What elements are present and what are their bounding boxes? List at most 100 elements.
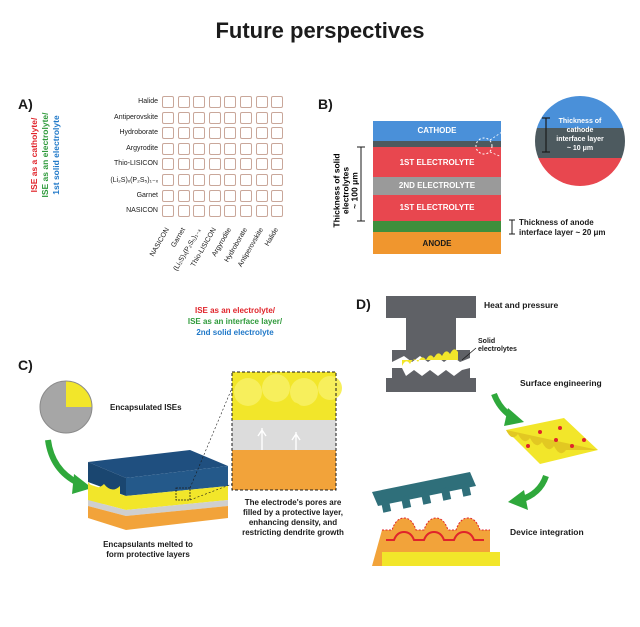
grid-cell: [271, 111, 284, 124]
grid-cell: [240, 111, 252, 124]
grid-cell: [162, 174, 174, 186]
grid-cell: [208, 174, 221, 186]
grid-cell: [224, 174, 237, 186]
first-electrolyte-top-layer: [373, 147, 501, 177]
heat-pressure-label: Heat and pressure: [484, 300, 559, 310]
grid-cell: [208, 142, 221, 155]
pores-line2: filled by a protective layer,: [242, 508, 344, 517]
cathode-interface-line4: ~ 10 μm: [566, 145, 594, 152]
grid-cell: [193, 127, 206, 140]
grid-row-label: Antiperovskite: [114, 113, 158, 121]
grid-row-label: Hydroborate: [119, 129, 158, 137]
first-electrolyte-bottom-layer: [373, 195, 501, 221]
grid-cell: [193, 189, 206, 202]
grid-row-label: Thio-LISICON: [114, 160, 158, 168]
grid-cell: [193, 96, 206, 108]
encapsulants-line1: Encapsulants melted to: [103, 540, 193, 549]
grid-cell: [208, 205, 221, 218]
grid-cell: [240, 96, 252, 108]
grid-cell: [208, 127, 221, 140]
grid-cell: [224, 127, 237, 140]
grid-row-label: Garnet: [136, 191, 158, 199]
grid-cell: [224, 158, 237, 171]
grid-cell: [193, 174, 206, 186]
grid-cell: [177, 158, 190, 171]
grid-cell: [271, 174, 284, 186]
x-axis-label-line2: ISE as an interface layer/: [187, 317, 283, 326]
cathode-interface-thickness-label: Thickness of cathode interface layer ~ 1…: [552, 117, 608, 153]
grid-cell: [162, 189, 174, 202]
second-electrolyte-layer: [373, 177, 501, 195]
cathode-interface-line2: cathode: [566, 127, 594, 134]
cathode-layer: [373, 121, 501, 141]
grid-cell: [271, 96, 284, 108]
anode-interface-layer: [373, 221, 501, 232]
anode-layer: [373, 232, 501, 254]
encapsulants-melted-label: Encapsulants melted to form protective l…: [78, 540, 218, 560]
second-electrolyte-label: 2ND ELECTROLYTE: [398, 181, 476, 190]
grid-cell: [224, 142, 237, 155]
grid-row-label: Halide: [138, 98, 158, 105]
grid-cell: [240, 142, 252, 155]
grid-cell: [193, 142, 206, 155]
grid-cell: [177, 205, 190, 218]
cathode-interface-layer: [373, 141, 501, 147]
grid-cell: [271, 142, 284, 155]
grid-cell: [162, 111, 174, 124]
encapsulants-line2: form protective layers: [106, 550, 190, 559]
grid-cell: [162, 96, 174, 108]
encapsulated-ises-label: Encapsulated ISEs: [110, 403, 182, 412]
grid-cell: [193, 158, 206, 171]
grid-cell: [255, 96, 268, 108]
grid-cell: [240, 205, 252, 218]
pores-line1: The electrode's pores are: [244, 498, 342, 507]
solid-electrolytes-line1: Solid: [478, 338, 496, 345]
solid-electrolytes-line2: electrolytes: [478, 346, 517, 353]
grid-cell: [240, 158, 252, 171]
grid-cell: [255, 158, 268, 171]
panel-a-label: A): [18, 96, 33, 112]
grid-cell: [177, 127, 190, 140]
grid-cell: [271, 127, 284, 140]
solid-electrolytes-label: Solid electrolytes: [478, 338, 517, 354]
grid-cell: [224, 96, 237, 108]
grid-cell: [255, 111, 268, 124]
grid-cell: [240, 189, 252, 202]
grid-row-label: (Li₂S)ₓ(P₂S₅)₁₋ₓ: [110, 177, 158, 184]
first-electrolyte-top-label: 1ST ELECTROLYTE: [399, 158, 475, 167]
grid-cell: [208, 111, 221, 124]
grid-cell: [162, 205, 174, 218]
pores-line3: enhancing density, and: [248, 518, 338, 527]
x-axis-label-line1: ISE as an electrolyte/: [194, 306, 276, 315]
grid-cell: [240, 174, 252, 186]
electrode-pores-label: The electrode's pores are filled by a pr…: [218, 498, 368, 538]
grid-cell: [240, 127, 252, 140]
grid-cell: [255, 189, 268, 202]
cathode-interface-line1: Thickness of: [558, 118, 602, 125]
grid-cell: [255, 142, 268, 155]
first-electrolyte-bottom-label: 1ST ELECTROLYTE: [399, 203, 475, 212]
panel-d-label: D): [356, 296, 371, 312]
anode-interface-thickness-label: Thickness of anode interface layer ~ 20 …: [519, 218, 606, 238]
grid-cell: [271, 189, 284, 202]
grid-cell: [208, 96, 221, 108]
grid-cell: [193, 205, 206, 218]
cathode-label: CATHODE: [417, 126, 457, 135]
grid-cell: [177, 189, 190, 202]
anode-interface-line2: interface layer ~ 20 μm: [519, 228, 606, 237]
cathode-interface-line3: interface layer: [556, 136, 604, 143]
grid-cell: [255, 205, 268, 218]
grid-cell: [271, 205, 284, 218]
grid-cell: [162, 142, 174, 155]
panel-b-label: B): [318, 96, 333, 112]
grid-cell: [208, 189, 221, 202]
anode-label: ANODE: [422, 239, 452, 248]
grid-cell: [208, 158, 221, 171]
figure-title: Future perspectives: [215, 18, 425, 43]
grid-cell: [255, 174, 268, 186]
grid-cell: [224, 205, 237, 218]
grid-cell: [177, 142, 190, 155]
